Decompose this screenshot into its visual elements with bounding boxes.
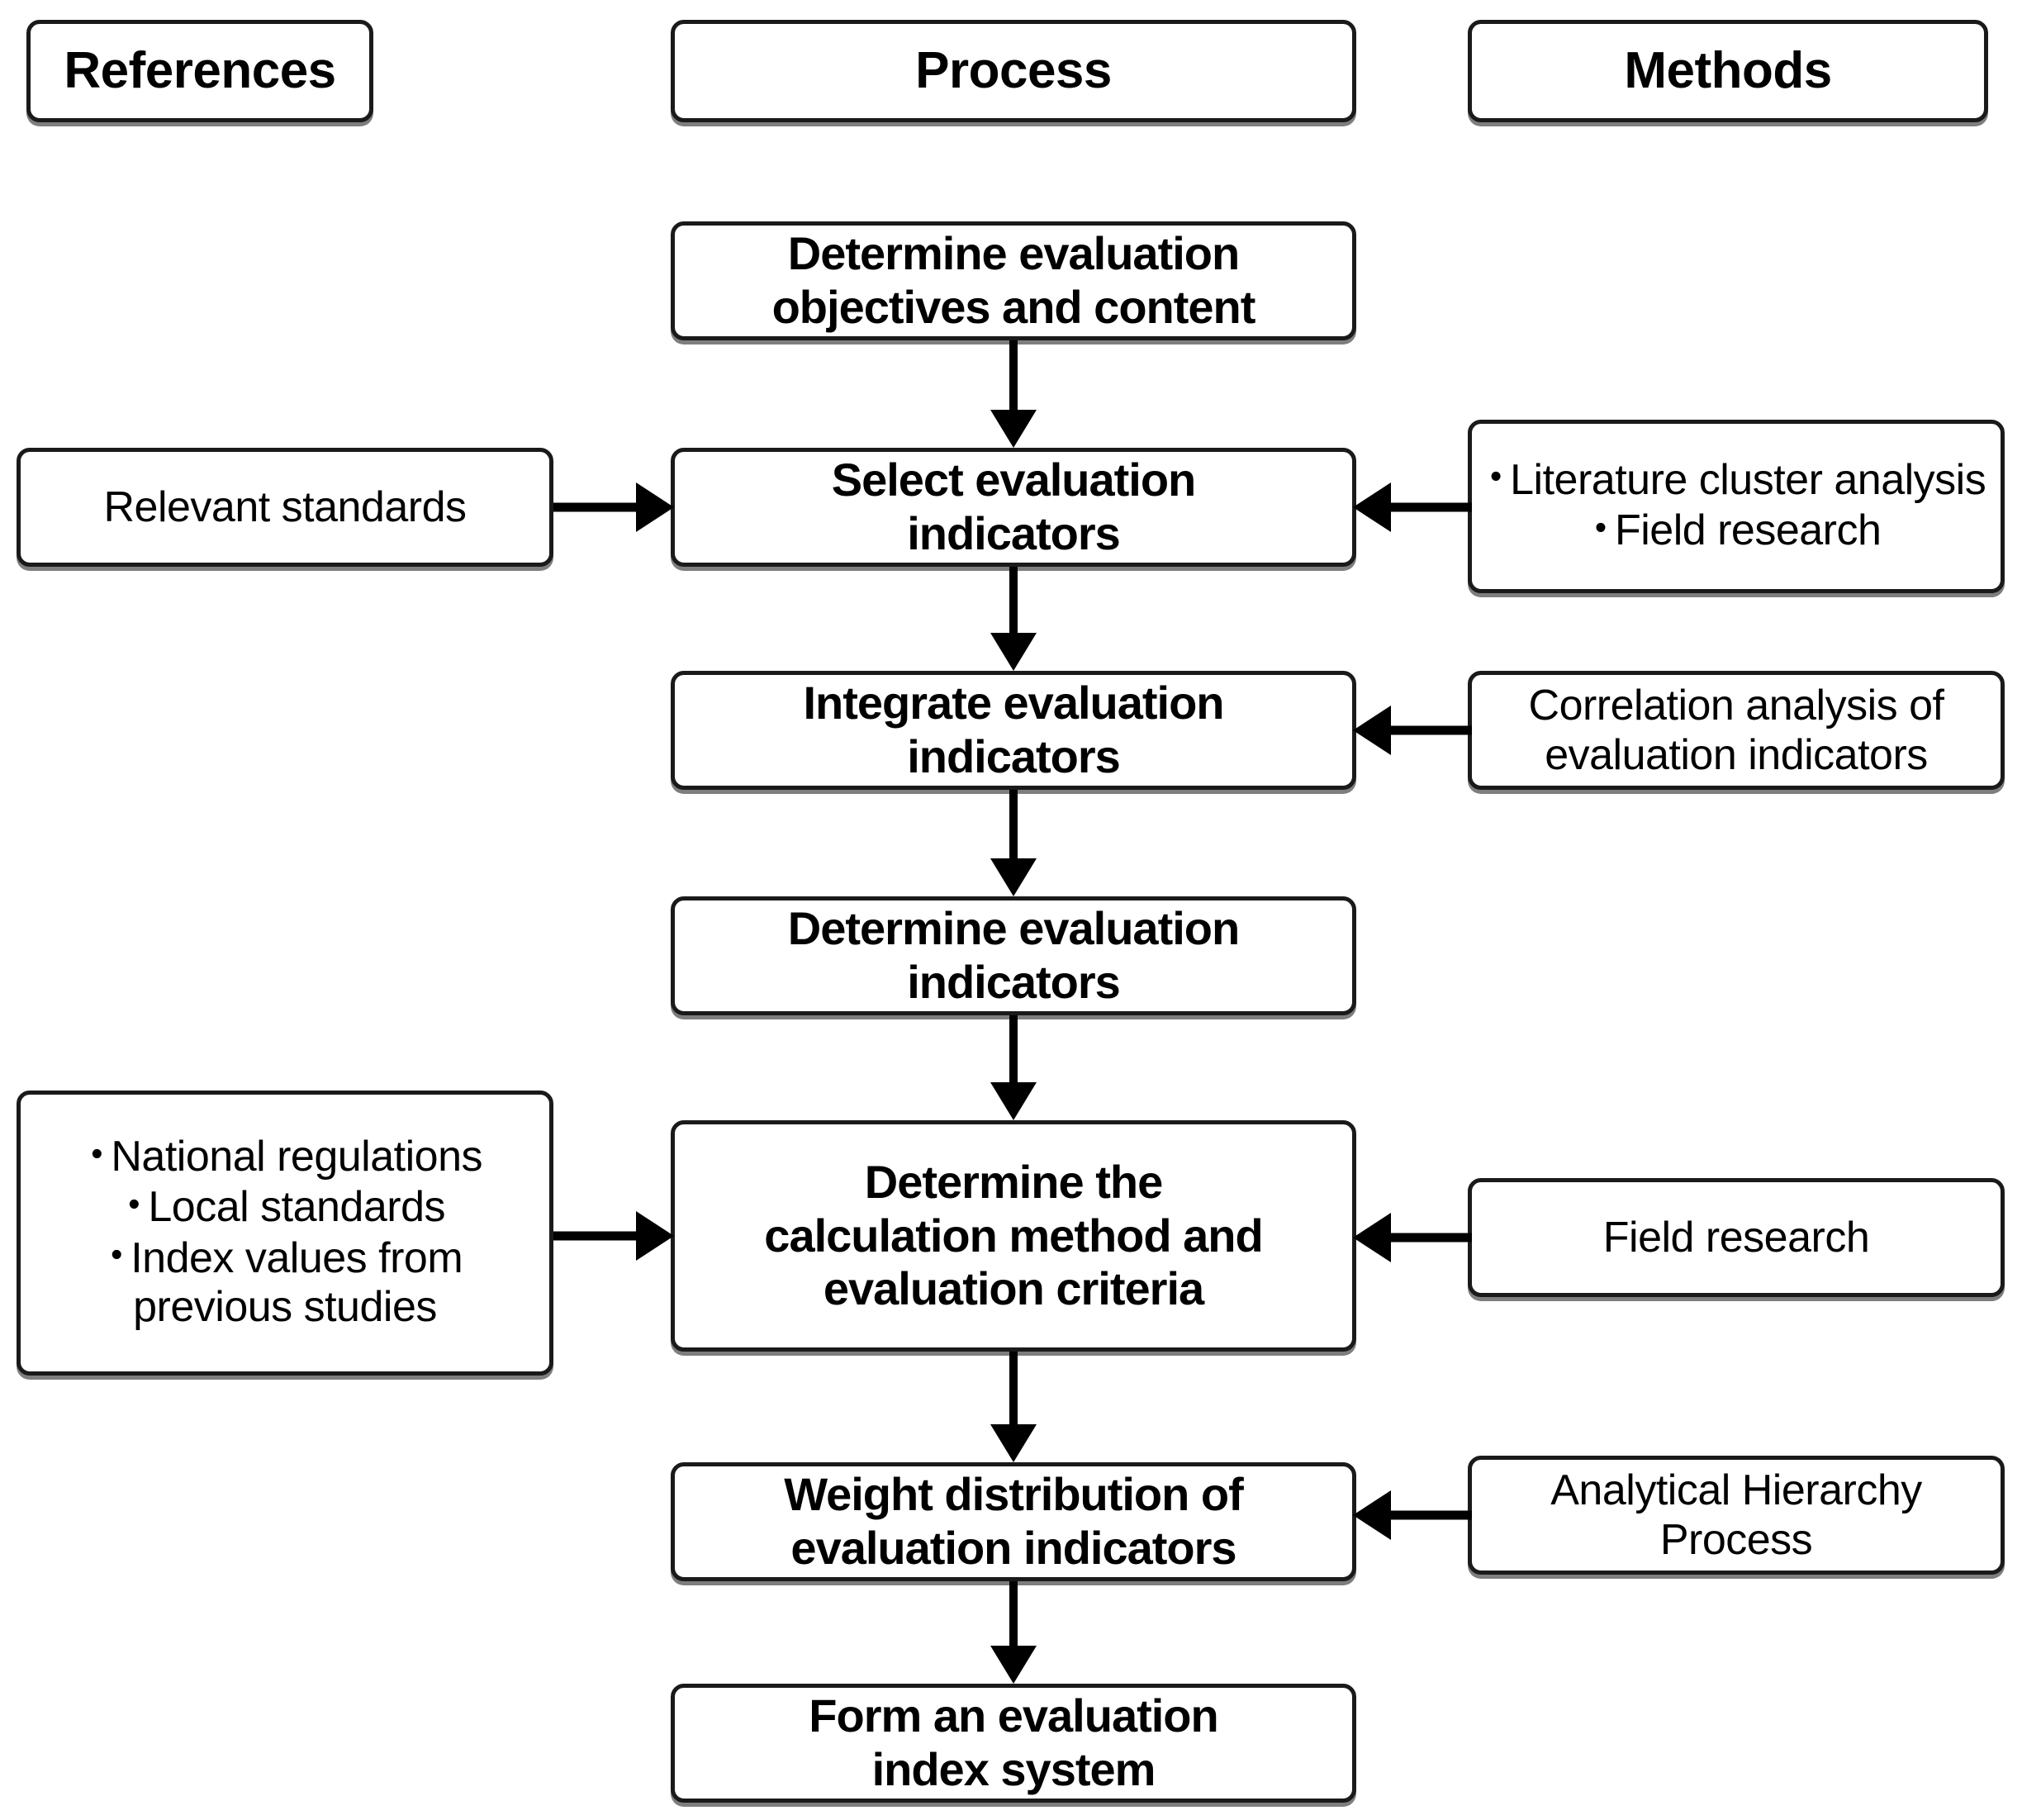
process-step-2-line2: indicators bbox=[907, 507, 1121, 559]
process-step-1-line1: Determine evaluation bbox=[787, 227, 1240, 280]
arrow-head-icon bbox=[990, 633, 1037, 671]
arrow-head-icon bbox=[1353, 706, 1391, 755]
method-ahp: Analytical Hierarchy Process bbox=[1468, 1456, 2005, 1575]
method-correlation-analysis-line2: evaluation indicators bbox=[1545, 731, 1928, 779]
arrow-literature-field-to-step2 bbox=[1353, 482, 1472, 532]
arrow-head-icon bbox=[990, 858, 1037, 896]
list-item-label: Local standards bbox=[148, 1183, 445, 1232]
process-step-4: Determine evaluation indicators bbox=[671, 896, 1356, 1015]
process-step-5: Determine the calculation method and eva… bbox=[671, 1120, 1356, 1352]
process-step-5-line3: evaluation criteria bbox=[823, 1262, 1204, 1315]
arrow-shaft bbox=[1009, 567, 1018, 636]
arrow-head-icon bbox=[1353, 482, 1391, 532]
arrow-relevant-standards-to-step2 bbox=[553, 482, 674, 532]
bullet-icon: • bbox=[1490, 457, 1502, 496]
arrow-head-icon bbox=[636, 482, 674, 532]
method-bullet-list: •Literature cluster analysis •Field rese… bbox=[1483, 456, 1989, 556]
reference-relevant-standards: Relevant standards bbox=[17, 448, 553, 567]
process-step-1-line2: objectives and content bbox=[771, 281, 1256, 333]
list-item-label: National regulations bbox=[111, 1132, 482, 1181]
list-item: •Index values from previous studies bbox=[32, 1234, 538, 1333]
arrow-head-icon bbox=[1353, 1490, 1391, 1540]
process-step-3-line2: indicators bbox=[907, 730, 1121, 782]
column-header-methods-label: Methods bbox=[1624, 42, 1832, 100]
arrow-step4-to-step5 bbox=[989, 1015, 1038, 1120]
process-step-7-line2: index system bbox=[871, 1743, 1156, 1795]
arrow-shaft bbox=[1386, 1510, 1472, 1520]
process-step-4-line1: Determine evaluation bbox=[787, 902, 1240, 955]
arrow-head-icon bbox=[990, 1646, 1037, 1684]
bullet-icon: • bbox=[128, 1184, 140, 1223]
method-literature-field: •Literature cluster analysis •Field rese… bbox=[1468, 420, 2005, 593]
process-step-5-line2: calculation method and bbox=[764, 1209, 1263, 1262]
list-item: •Field research bbox=[1483, 506, 1989, 555]
column-header-process-label: Process bbox=[915, 42, 1112, 100]
process-step-3: Integrate evaluation indicators bbox=[671, 671, 1356, 790]
list-item-label: Literature cluster analysis bbox=[1510, 455, 1986, 504]
process-step-1: Determine evaluation objectives and cont… bbox=[671, 221, 1356, 340]
bullet-icon: • bbox=[1594, 507, 1607, 546]
arrow-head-icon bbox=[990, 410, 1037, 448]
column-header-process: Process bbox=[671, 20, 1356, 122]
bullet-icon: • bbox=[111, 1235, 122, 1274]
process-step-4-line2: indicators bbox=[907, 956, 1121, 1008]
method-correlation-analysis: Correlation analysis of evaluation indic… bbox=[1468, 671, 2005, 790]
arrow-step2-to-step3 bbox=[989, 567, 1038, 671]
arrow-correlation-to-step3 bbox=[1353, 706, 1472, 755]
arrow-step1-to-step2 bbox=[989, 340, 1038, 448]
arrow-ahp-to-step6 bbox=[1353, 1490, 1472, 1540]
process-step-6-line2: evaluation indicators bbox=[790, 1522, 1236, 1574]
process-step-6: Weight distribution of evaluation indica… bbox=[671, 1462, 1356, 1581]
arrow-shaft bbox=[1009, 1581, 1018, 1649]
arrow-field-research-to-step5 bbox=[1353, 1213, 1472, 1262]
method-ahp-line1: Analytical Hierarchy bbox=[1550, 1466, 1922, 1514]
arrow-step5-to-step6 bbox=[989, 1352, 1038, 1462]
reference-regulations-standards-values: •National regulations •Local standards •… bbox=[17, 1091, 553, 1376]
arrow-shaft bbox=[1009, 1015, 1018, 1086]
arrow-shaft bbox=[1386, 1233, 1472, 1243]
reference-bullet-list: •National regulations •Local standards •… bbox=[32, 1133, 538, 1332]
arrow-shaft bbox=[1009, 340, 1018, 413]
list-item: •National regulations bbox=[32, 1133, 538, 1181]
arrow-head-icon bbox=[1353, 1213, 1391, 1262]
list-item: •Local standards bbox=[32, 1183, 538, 1232]
arrow-shaft bbox=[1386, 725, 1472, 735]
arrow-shaft bbox=[553, 502, 641, 512]
column-header-references: References bbox=[26, 20, 373, 122]
method-field-research-label: Field research bbox=[1602, 1213, 1870, 1262]
arrow-shaft bbox=[1009, 1352, 1018, 1428]
bullet-icon: • bbox=[91, 1133, 102, 1172]
process-step-5-line1: Determine the bbox=[864, 1155, 1163, 1208]
arrow-step6-to-step7 bbox=[989, 1581, 1038, 1684]
arrow-head-icon bbox=[636, 1211, 674, 1261]
arrow-head-icon bbox=[990, 1082, 1037, 1120]
arrow-references-to-step5 bbox=[553, 1211, 674, 1261]
process-step-2-line1: Select evaluation bbox=[831, 454, 1197, 506]
list-item-label: Field research bbox=[1614, 506, 1882, 554]
arrow-shaft bbox=[1009, 790, 1018, 862]
reference-relevant-standards-text: Relevant standards bbox=[103, 482, 467, 531]
method-ahp-line2: Process bbox=[1659, 1516, 1813, 1564]
arrow-head-icon bbox=[990, 1424, 1037, 1462]
method-correlation-analysis-line1: Correlation analysis of bbox=[1528, 681, 1944, 729]
column-header-references-label: References bbox=[64, 42, 336, 100]
process-step-7-line1: Form an evaluation bbox=[809, 1689, 1218, 1742]
process-step-3-line1: Integrate evaluation bbox=[803, 677, 1224, 729]
arrow-shaft bbox=[553, 1231, 641, 1241]
column-header-methods: Methods bbox=[1468, 20, 1988, 122]
process-step-2: Select evaluation indicators bbox=[671, 448, 1356, 567]
list-item: •Literature cluster analysis bbox=[1483, 456, 1989, 505]
list-item-label: Index values from previous studies bbox=[131, 1233, 463, 1331]
process-step-7: Form an evaluation index system bbox=[671, 1684, 1356, 1803]
method-field-research: Field research bbox=[1468, 1178, 2005, 1297]
arrow-step3-to-step4 bbox=[989, 790, 1038, 896]
process-step-6-line1: Weight distribution of bbox=[784, 1468, 1244, 1521]
arrow-shaft bbox=[1386, 502, 1472, 512]
